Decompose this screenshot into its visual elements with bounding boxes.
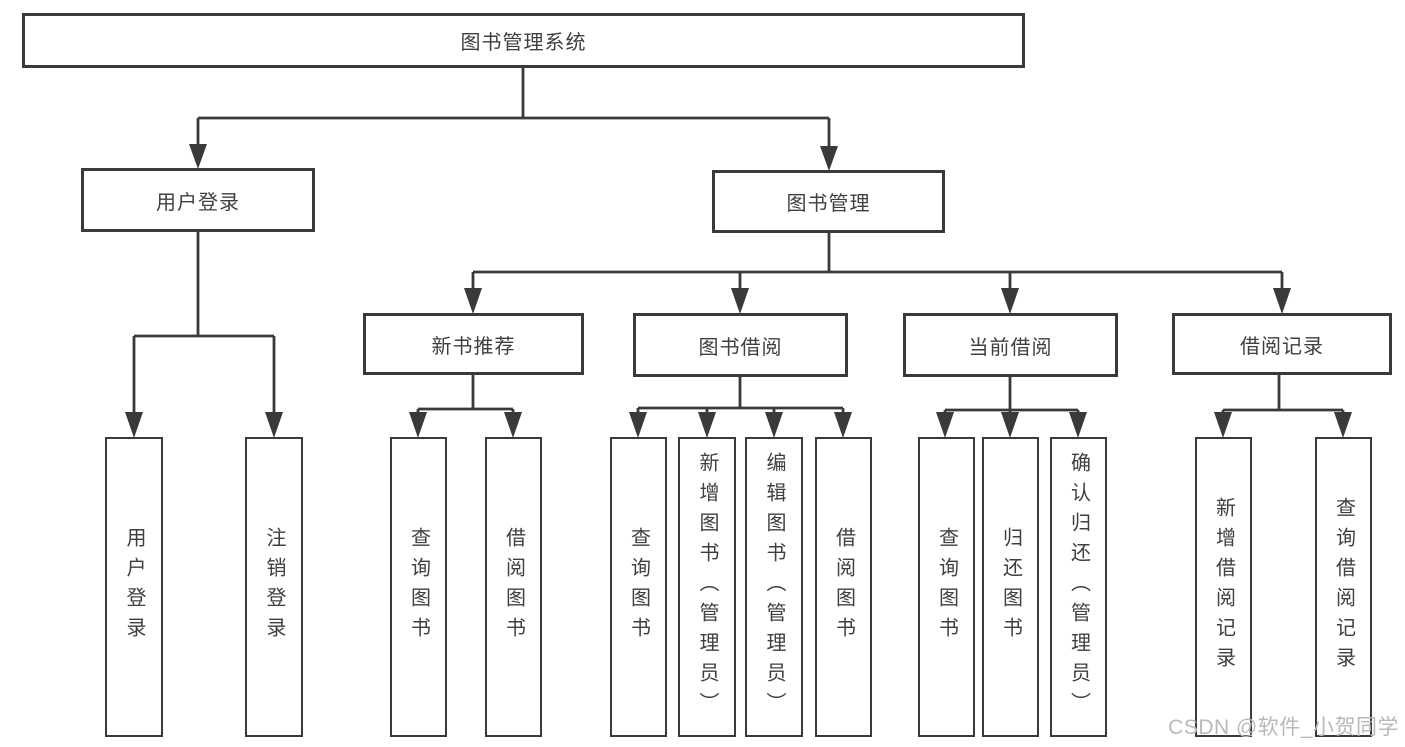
node-user-login: 用户登录 bbox=[81, 168, 315, 232]
leaf-query-books-current-label: 查询图书 bbox=[935, 527, 958, 647]
node-borrowing-records: 借阅记录 bbox=[1172, 313, 1392, 375]
leaf-user-login: 用户登录 bbox=[105, 437, 163, 737]
leaf-logout-label: 注销登录 bbox=[263, 527, 285, 647]
node-book-borrowing-label: 图书借阅 bbox=[698, 336, 783, 359]
leaf-query-books-recommend: 查询图书 bbox=[390, 437, 447, 737]
leaf-logout: 注销登录 bbox=[245, 437, 303, 737]
leaf-borrow-books-recommend: 借阅图书 bbox=[485, 437, 542, 737]
leaf-edit-books-admin: 编辑图书（管理员） bbox=[745, 437, 803, 737]
leaf-edit-books-admin-label: 编辑图书（管理员） bbox=[763, 452, 785, 722]
leaf-user-login-label: 用户登录 bbox=[123, 527, 145, 647]
leaf-query-books-current: 查询图书 bbox=[918, 437, 975, 737]
leaf-return-books: 归还图书 bbox=[982, 437, 1039, 737]
leaf-query-books-borrowing-label: 查询图书 bbox=[627, 527, 650, 647]
leaf-add-books-admin-label: 新增图书（管理员） bbox=[696, 452, 718, 722]
leaf-query-books-borrowing: 查询图书 bbox=[610, 437, 667, 737]
node-new-book-recommend-label: 新书推荐 bbox=[431, 335, 516, 358]
leaf-query-borrow-record: 查询借阅记录 bbox=[1315, 437, 1372, 737]
leaf-confirm-return-admin-label: 确认归还（管理员） bbox=[1067, 452, 1090, 722]
node-book-management-label: 图书管理 bbox=[786, 193, 871, 215]
leaf-borrow-books-recommend-label: 借阅图书 bbox=[502, 527, 525, 647]
node-library-system: 图书管理系统 bbox=[22, 13, 1025, 68]
node-user-login-label: 用户登录 bbox=[156, 191, 240, 214]
node-book-borrowing: 图书借阅 bbox=[633, 313, 848, 377]
node-library-system-label: 图书管理系统 bbox=[460, 32, 587, 54]
node-new-book-recommend: 新书推荐 bbox=[363, 313, 584, 375]
leaf-query-borrow-record-label: 查询借阅记录 bbox=[1332, 497, 1355, 677]
node-current-borrowing-label: 当前借阅 bbox=[968, 336, 1053, 359]
leaf-borrow-books-label: 借阅图书 bbox=[832, 527, 855, 647]
leaf-add-borrow-record: 新增借阅记录 bbox=[1195, 437, 1252, 737]
leaf-confirm-return-admin: 确认归还（管理员） bbox=[1050, 437, 1107, 737]
node-book-management: 图书管理 bbox=[712, 170, 945, 233]
leaf-add-books-admin: 新增图书（管理员） bbox=[678, 437, 736, 737]
leaf-query-books-recommend-label: 查询图书 bbox=[407, 527, 430, 647]
leaf-borrow-books: 借阅图书 bbox=[815, 437, 872, 737]
node-current-borrowing: 当前借阅 bbox=[903, 313, 1118, 377]
csdn-watermark: CSDN @软件_小贺同学 bbox=[1168, 716, 1399, 739]
leaf-return-books-label: 归还图书 bbox=[999, 527, 1022, 647]
node-borrowing-records-label: 借阅记录 bbox=[1240, 335, 1324, 358]
leaf-add-borrow-record-label: 新增借阅记录 bbox=[1212, 497, 1235, 677]
